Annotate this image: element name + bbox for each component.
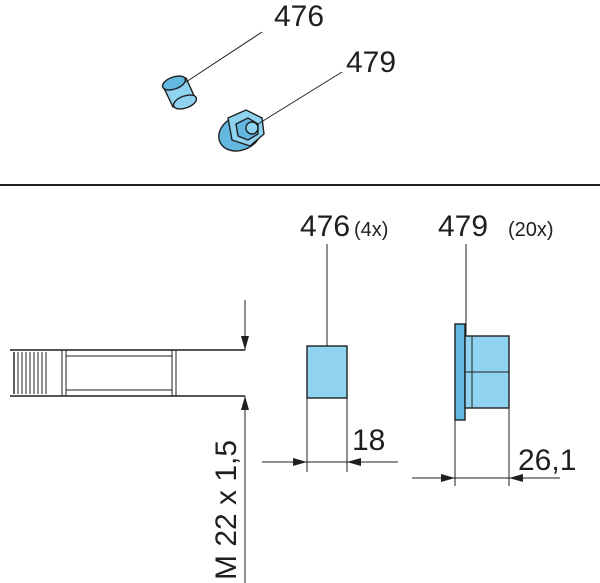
nut-479-flange (454, 323, 466, 421)
spacer-476-side (306, 345, 348, 399)
part-479-number: 479 (438, 210, 488, 243)
bolt-thread-detail: M 22 x 1,5 (10, 300, 249, 583)
part-479-detail: 479 (20x) 26,1 (412, 210, 576, 486)
thread-spec-label: M 22 x 1,5 (210, 440, 243, 580)
part-476-qty: (4x) (354, 219, 388, 241)
leader-line-479 (257, 71, 343, 125)
callout-479-top: 479 (346, 46, 396, 79)
part-476-detail: 476 (4x) 18 (262, 210, 398, 472)
leader-line-476 (185, 31, 263, 83)
part-479-qty: (20x) (508, 219, 554, 241)
dim-479: 26,1 (518, 444, 576, 477)
callout-476-top: 476 (274, 0, 324, 33)
thread-hatching (17, 352, 47, 394)
part-476-number: 476 (300, 210, 350, 243)
dim-476: 18 (352, 424, 385, 457)
top-exploded-view: 476 479 (161, 0, 396, 152)
flange-nut-479-iso (218, 109, 265, 152)
spacer-476-iso (161, 75, 198, 110)
